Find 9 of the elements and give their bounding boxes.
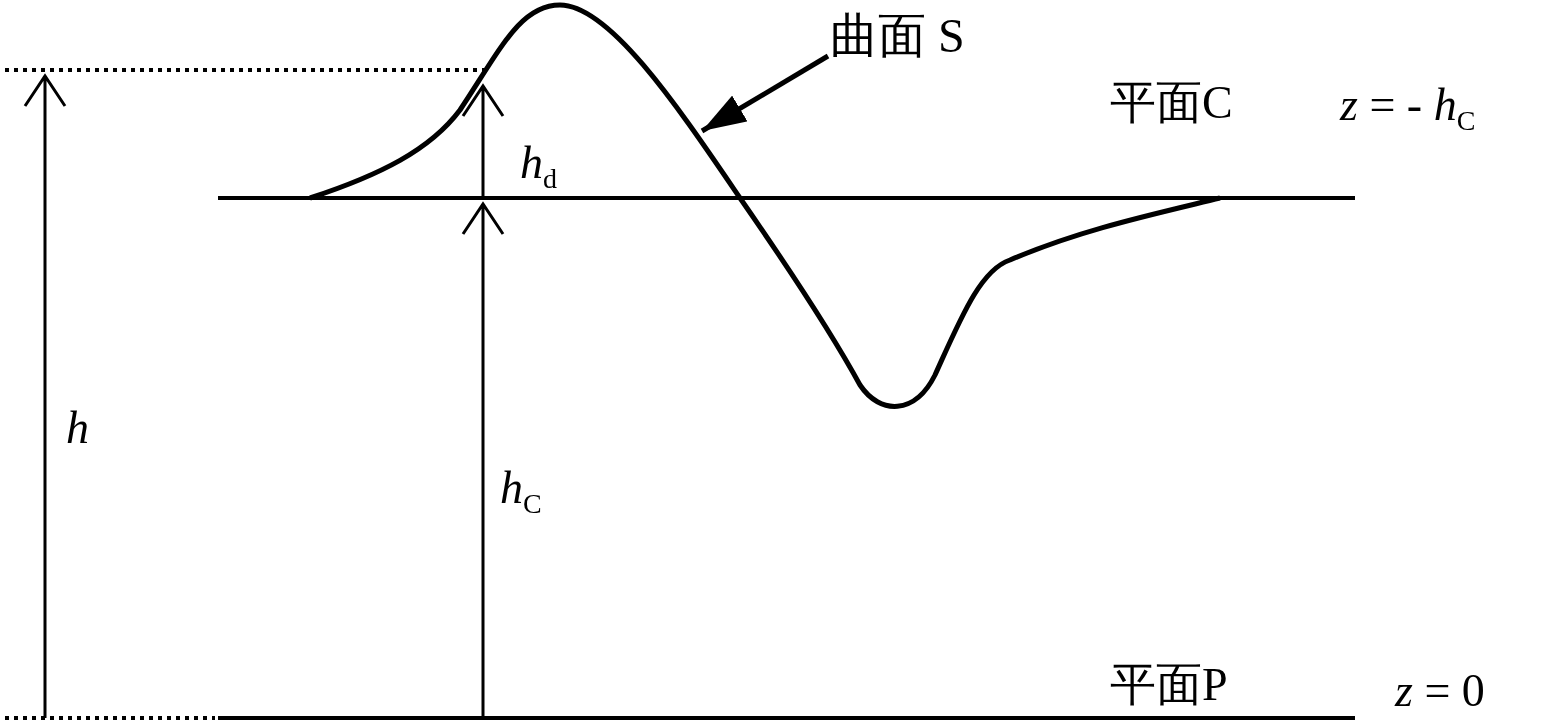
equation-label: z = - h$_{C}$ [1340,82,1476,136]
equation-label: z = 0 [1395,668,1485,714]
curve-label: 曲面 S [830,12,965,60]
plane-label: 平面P [1110,662,1228,708]
dimension-label: h$_{C}$ [500,465,542,519]
dimension-label: h$_{d}$ [520,140,557,194]
plane-label: 平面C [1110,80,1233,126]
dimension-label: h [66,405,89,451]
leader-arrow [700,53,830,134]
